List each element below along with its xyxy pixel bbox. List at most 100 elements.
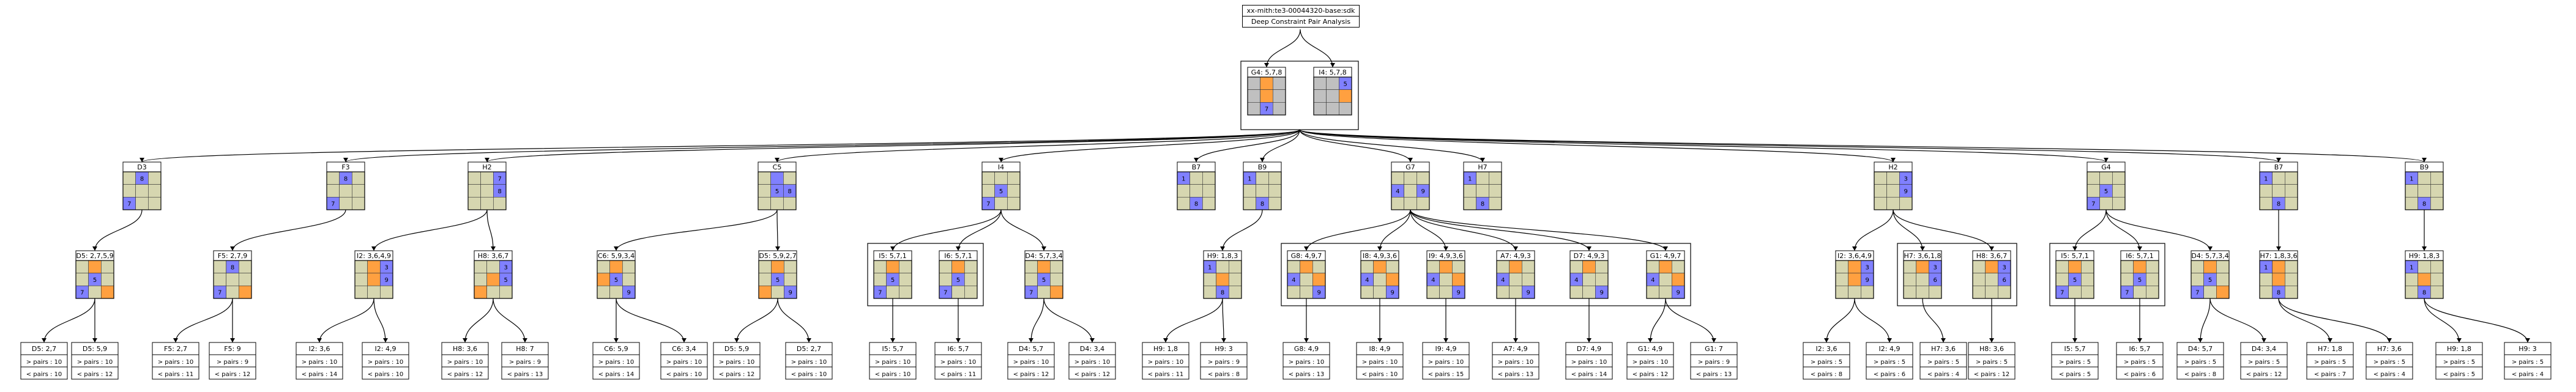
- grid-border: [467, 171, 507, 210]
- edge-arrowhead: [2208, 246, 2213, 251]
- edge-arrowhead: [1221, 338, 1226, 342]
- leaf-box: [2306, 342, 2354, 380]
- grid-cell: [1247, 76, 1260, 90]
- grid-cell: [1998, 286, 2011, 299]
- edge-arrowhead: [317, 338, 322, 342]
- edge-arrowhead: [1989, 338, 1994, 342]
- leaf-more-pairs: > pairs : 10: [598, 359, 635, 366]
- grid-cell: [1247, 102, 1260, 116]
- leaf-more-pairs: > pairs : 10: [940, 359, 977, 366]
- level2-node: H7: 1,8,3,618: [2259, 250, 2298, 299]
- edge: [1043, 298, 1093, 343]
- grid-cell: [474, 273, 487, 286]
- edge: [1165, 298, 1223, 343]
- leaf-title: G8: 4,9: [1294, 345, 1319, 353]
- level2-node: I9: 4,9,3,649: [1426, 250, 1465, 299]
- leaf-title: I6: 5,7: [2129, 345, 2151, 353]
- grid-cell: [122, 171, 136, 185]
- grid-cell: [2081, 286, 2094, 299]
- leaf-box: [296, 342, 343, 380]
- grid-cell: [2191, 260, 2204, 273]
- grid-cell: [1861, 286, 1874, 299]
- grid-cell: [1886, 184, 1900, 198]
- node-title: B7: [2274, 163, 2284, 171]
- leaf-node: F5: 9> pairs : 9< pairs : 12: [209, 342, 256, 380]
- grid-cell: [2146, 273, 2159, 286]
- cell-digit: 5: [2073, 277, 2077, 284]
- grid-cell: [1373, 260, 1387, 273]
- grid-cell: [467, 171, 481, 185]
- grid-cell: [2285, 197, 2298, 210]
- leaf-title: H9: 1,8: [2447, 345, 2471, 353]
- cell-digit: 7: [986, 201, 990, 208]
- edge-arrowhead: [2072, 246, 2077, 251]
- leaf-more-pairs: > pairs : 5: [2124, 359, 2156, 366]
- grid-cell: [1256, 171, 1269, 185]
- leaf-node: D4: 5,7> pairs : 10< pairs : 12: [1007, 342, 1055, 380]
- grid-cell: [339, 197, 352, 210]
- leaf-node: D4: 3,4> pairs : 10< pairs : 12: [1068, 342, 1116, 380]
- grid-cell: [1929, 286, 1942, 299]
- grid-border: [1287, 260, 1326, 299]
- cell-digit: 9: [788, 290, 792, 297]
- grid-cell: [2272, 184, 2285, 198]
- leaf-box: [1142, 342, 1189, 380]
- grid-cell: [1386, 260, 1399, 273]
- grid-cell: [1426, 260, 1440, 273]
- grid-cell: [467, 197, 481, 210]
- grid-cell: [1972, 260, 1986, 273]
- grid-cell: [1835, 286, 1848, 299]
- grid-cell: [1672, 260, 1685, 273]
- leaf-node: H9: 3> pairs : 9< pairs : 8: [1200, 342, 1248, 380]
- grid-cell: [2259, 286, 2273, 299]
- grid-cell: [622, 273, 636, 286]
- grid-cell: [367, 260, 381, 273]
- edge-arrowhead: [1408, 158, 1413, 162]
- edge: [486, 129, 1300, 163]
- grid-cell: [1312, 273, 1326, 286]
- leaf-more-pairs: > pairs : 10: [1428, 359, 1464, 366]
- leaf-box: [869, 342, 917, 380]
- grid-cell: [2086, 171, 2100, 185]
- leaf-more-pairs: > pairs : 10: [791, 359, 827, 366]
- leaf-title: C6: 5,9: [604, 345, 628, 353]
- edge: [2278, 298, 2331, 343]
- level2-node: I6: 5,7,157: [2120, 250, 2159, 299]
- node-title: D5: 5,9,2,7: [759, 252, 796, 260]
- grid-cell: [326, 171, 340, 185]
- leaf-more-pairs: > pairs : 10: [1013, 359, 1049, 366]
- leaf-box: [1200, 342, 1248, 380]
- grid-border: [1569, 260, 1609, 299]
- grid-cell: [326, 184, 340, 198]
- grid-cell: [213, 260, 226, 273]
- grid-cell: [770, 197, 784, 210]
- node-title: H8: 3,6,7: [1976, 252, 2007, 260]
- grid-border: [354, 260, 393, 299]
- leaf-fewer-pairs: < pairs : 12: [2246, 371, 2282, 378]
- leaf-title: H7: 3,6: [2377, 345, 2402, 353]
- grid-cell: [2285, 286, 2298, 299]
- node-title: I9: 4,9,3,6: [1429, 252, 1463, 260]
- grid-border: [1903, 260, 1942, 299]
- level2-node: H8: 3,6,736: [1972, 250, 2011, 299]
- edge: [232, 209, 346, 251]
- leaf-fewer-pairs: < pairs : 8: [2184, 371, 2216, 378]
- grid-border: [758, 260, 797, 299]
- grid-cell: [1386, 273, 1399, 286]
- grid-cell: [1489, 184, 1502, 198]
- leaf-more-pairs: > pairs : 9: [509, 359, 541, 366]
- grid-cell: [2081, 273, 2094, 286]
- node-title: D3: [137, 163, 146, 171]
- grid-cell: [474, 286, 487, 299]
- cell-digit: 1: [1182, 176, 1185, 182]
- level2-node: A7: 4,9,349: [1496, 250, 1535, 299]
- edge: [1410, 209, 1666, 251]
- cell-digit: 9: [1676, 290, 1680, 297]
- edge: [345, 129, 1300, 163]
- edge-arrowhead: [775, 246, 780, 251]
- edge: [1222, 298, 1224, 343]
- leaf-box: [152, 342, 199, 380]
- leaf-box: [592, 342, 640, 380]
- leaf-title: D5: 2,7: [32, 345, 56, 353]
